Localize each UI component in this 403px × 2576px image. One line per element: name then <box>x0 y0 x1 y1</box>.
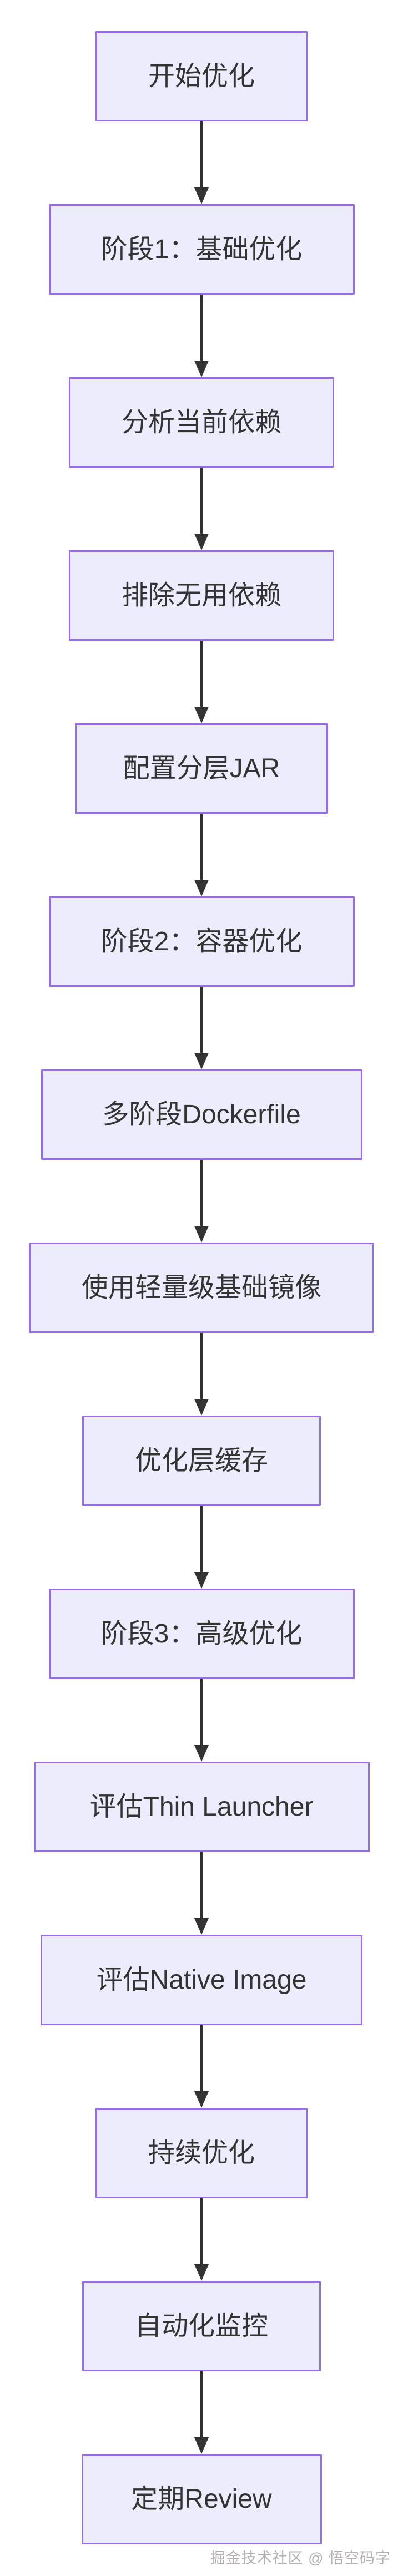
arrow-line <box>200 1679 203 1746</box>
flow-node: 配置分层JAR <box>75 723 328 814</box>
arrowhead-down-icon <box>194 2437 209 2454</box>
flow-node: 开始优化 <box>95 31 308 121</box>
arrow-line <box>200 2025 203 2092</box>
flow-node-label: 开始优化 <box>148 61 255 91</box>
arrow-line <box>200 295 203 362</box>
arrow-line <box>200 987 203 1054</box>
arrowhead-down-icon <box>194 1053 209 1069</box>
arrowhead-down-icon <box>194 2091 209 2108</box>
arrowhead-down-icon <box>194 361 209 377</box>
arrowhead-down-icon <box>194 1745 209 1762</box>
arrowhead-down-icon <box>194 1918 209 1935</box>
flow-node: 阶段2：容器优化 <box>48 896 355 987</box>
flow-node-label: 排除无用依赖 <box>121 580 281 610</box>
flow-node-label: 优化层缓存 <box>134 1446 268 1475</box>
flow-node: 排除无用依赖 <box>69 550 334 641</box>
flow-node-label: 阶段1：基础优化 <box>100 234 303 264</box>
arrow-line <box>200 641 203 708</box>
arrowhead-down-icon <box>194 2264 209 2281</box>
arrow-line <box>200 1506 203 1573</box>
flow-node: 持续优化 <box>95 2108 308 2198</box>
arrowhead-down-icon <box>194 534 209 550</box>
flow-node: 自动化监控 <box>82 2281 321 2371</box>
watermark: 掘金技术社区 @ 悟空码字 <box>210 2550 391 2567</box>
arrow-line <box>200 2198 203 2265</box>
arrow-line <box>200 2371 203 2438</box>
flow-node-label: 定期Review <box>131 2484 272 2514</box>
flow-node-label: 持续优化 <box>148 2138 255 2168</box>
flow-node-label: 评估Native Image <box>96 1965 307 1995</box>
flow-node: 阶段1：基础优化 <box>48 204 355 295</box>
flow-node-label: 阶段2：容器优化 <box>100 926 303 956</box>
arrowhead-down-icon <box>194 1572 209 1589</box>
arrowhead-down-icon <box>194 1399 209 1416</box>
arrow-line <box>200 1333 203 1400</box>
flow-node: 多阶段Dockerfile <box>41 1069 362 1160</box>
arrowhead-down-icon <box>194 880 209 896</box>
flow-node: 评估Native Image <box>41 1935 362 2025</box>
flow-node-label: 阶段3：高级优化 <box>100 1619 303 1649</box>
flow-node-label: 配置分层JAR <box>123 753 280 783</box>
arrowhead-down-icon <box>194 707 209 723</box>
flow-node: 阶段3：高级优化 <box>48 1589 355 1679</box>
flow-node-label: 使用轻量级基础镜像 <box>81 1272 321 1302</box>
arrow-line <box>200 1852 203 1919</box>
arrowhead-down-icon <box>194 187 209 204</box>
arrow-line <box>200 1160 203 1227</box>
flow-node-label: 评估Thin Launcher <box>89 1792 314 1822</box>
arrow-line <box>200 814 203 881</box>
flow-node: 使用轻量级基础镜像 <box>29 1243 374 1333</box>
flow-node: 优化层缓存 <box>82 1416 321 1506</box>
flow-node-label: 自动化监控 <box>134 2311 268 2341</box>
arrow-line <box>200 121 203 189</box>
flow-node: 分析当前依赖 <box>69 377 334 468</box>
flow-node-label: 分析当前依赖 <box>121 407 281 437</box>
flow-node-label: 多阶段Dockerfile <box>102 1099 301 1129</box>
flow-node: 定期Review <box>81 2454 322 2544</box>
arrow-line <box>200 468 203 535</box>
arrowhead-down-icon <box>194 1226 209 1243</box>
flow-node: 评估Thin Launcher <box>33 1762 370 1852</box>
